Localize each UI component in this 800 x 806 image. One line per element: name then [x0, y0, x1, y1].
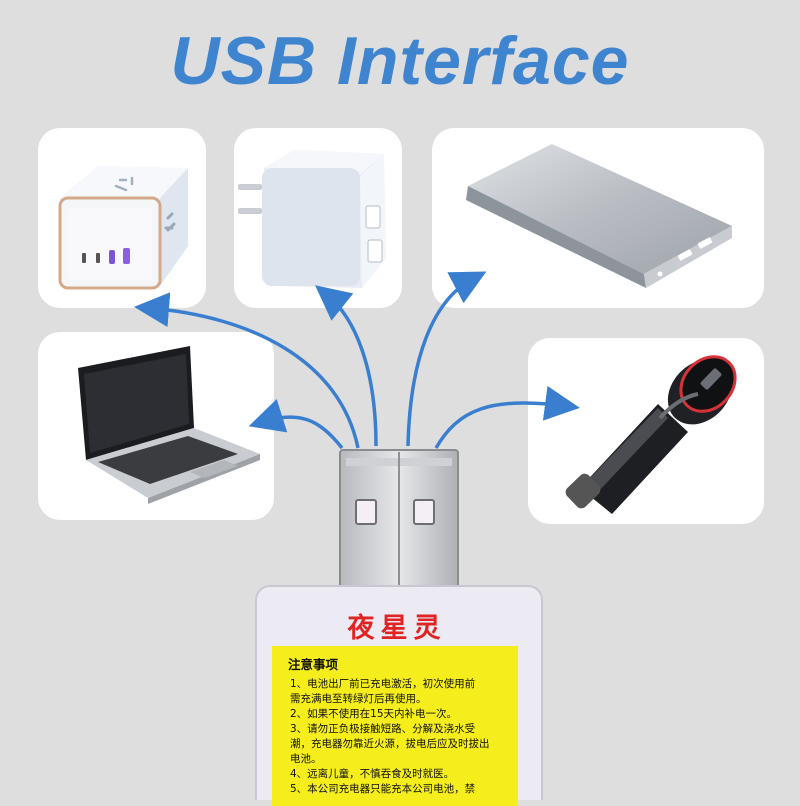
- notice-sticker: 注意事项 1、电池出厂前已充电激活，初次使用前 需充满电至转绿灯后再使用。 2、…: [272, 646, 518, 806]
- power-bank-icon: [466, 144, 732, 288]
- car-charger-card: [528, 338, 764, 524]
- notice-line: 1、电池出厂前已充电激活，初次使用前: [290, 678, 476, 690]
- power-strip-cube-icon: [58, 166, 188, 290]
- car-charger-icon: [565, 355, 737, 514]
- wall-charger-icon: [238, 150, 386, 288]
- notice-heading: 注意事项: [288, 657, 339, 672]
- notice-line: 3、请勿正负极接触短路、分解及浇水受: [290, 723, 476, 735]
- notice-line: 2、如果不使用在15天内补电一次。: [290, 708, 458, 720]
- wall-charger-card: [234, 128, 402, 308]
- notice-line: 电池。: [290, 753, 322, 765]
- power-bank-card: [432, 128, 764, 308]
- brand-label: 夜星灵: [347, 613, 447, 644]
- notice-line: 5、本公司充电器只能充本公司电池，禁: [290, 783, 476, 795]
- page-title: USB Interface: [170, 23, 630, 99]
- power-strip-card: [38, 128, 206, 308]
- notice-line: 潮，充电器勿靠近火源，拔电后应及时拔出: [290, 738, 490, 750]
- notice-line: 4、远离儿童，不慎吞食及时就医。: [290, 768, 455, 780]
- notice-line: 需充满电至转绿灯后再使用。: [290, 693, 427, 705]
